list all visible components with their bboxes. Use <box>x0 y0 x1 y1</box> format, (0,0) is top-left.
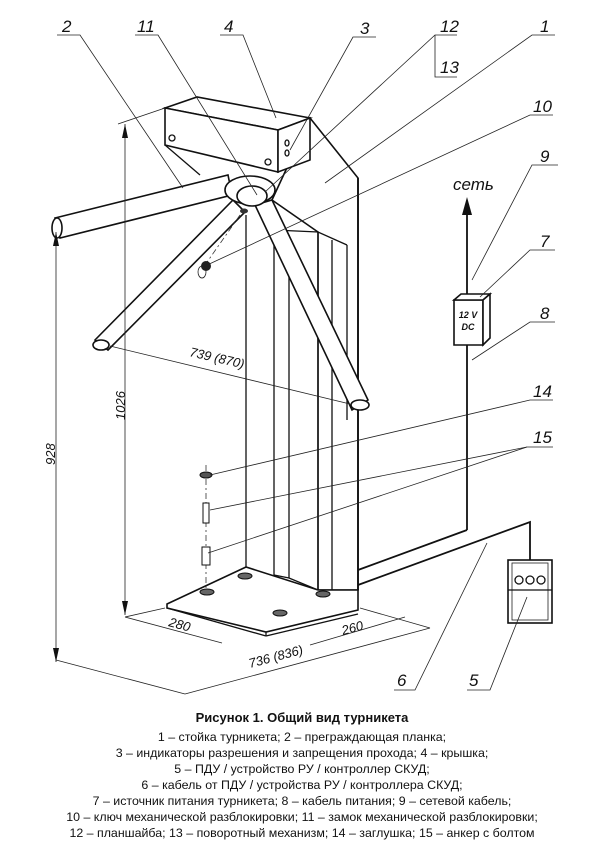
figure-caption: Рисунок 1. Общий вид турникета 1 – стойк… <box>0 710 604 841</box>
legend-line: 7 – источник питания турникета; 8 – кабе… <box>92 794 512 808</box>
power-supply: 12 V DC <box>451 292 493 347</box>
legend-line: 1 – стойка турникета; 2 – преграждающая … <box>157 730 447 744</box>
barrier-arms <box>51 174 370 412</box>
legend-line: 3 – индикаторы разрешения и запрещения п… <box>115 746 489 760</box>
dimension-height-arm: 928 <box>43 443 58 465</box>
callout-13: 13 <box>440 58 459 77</box>
legend-line: 5 – ПДУ / устройство РУ / контроллер СКУ… <box>174 762 430 776</box>
callout-8: 8 <box>540 304 550 323</box>
callout-10: 10 <box>533 97 552 116</box>
callout-11: 11 <box>137 17 155 36</box>
unlock-key <box>197 214 241 279</box>
leader-lines <box>57 34 558 691</box>
remote-control-panel <box>507 559 553 624</box>
legend-line: 6 – кабель от ПДУ / устройства РУ / конт… <box>141 778 463 792</box>
callout-5: 5 <box>469 671 479 690</box>
legend-line: 10 – ключ механической разблокировки; 11… <box>66 810 538 824</box>
callout-3: 3 <box>360 19 370 38</box>
callout-2: 2 <box>61 17 72 36</box>
turnstile-drawing: 12 V DC сеть 739 (870) 1026 <box>43 17 558 695</box>
callout-labels: 2 11 4 3 12 13 1 10 9 7 8 14 15 6 5 <box>61 17 552 690</box>
callout-15: 15 <box>533 428 552 447</box>
callout-9: 9 <box>540 147 550 166</box>
psu-dc-label: DC <box>462 322 475 332</box>
dimension-base-width: 280 <box>166 614 193 635</box>
callout-1: 1 <box>540 17 549 36</box>
anchor-parts <box>199 465 213 590</box>
callout-7: 7 <box>540 232 550 251</box>
network-label: сеть <box>453 175 494 194</box>
dimension-height-top: 1026 <box>113 390 128 420</box>
psu-voltage-label: 12 V <box>459 310 479 320</box>
callout-12: 12 <box>440 17 459 36</box>
cables <box>357 197 531 586</box>
callout-4: 4 <box>224 17 233 36</box>
dimension-base-depth: 260 <box>339 618 366 639</box>
callout-6: 6 <box>397 671 407 690</box>
base-plate <box>166 566 359 637</box>
caption-title: Рисунок 1. Общий вид турникета <box>195 710 409 725</box>
dimension-overall-width: 736 (836) <box>247 642 305 671</box>
callout-14: 14 <box>533 382 552 401</box>
legend-line: 12 – планшайба; 13 – поворотный механизм… <box>69 826 535 840</box>
